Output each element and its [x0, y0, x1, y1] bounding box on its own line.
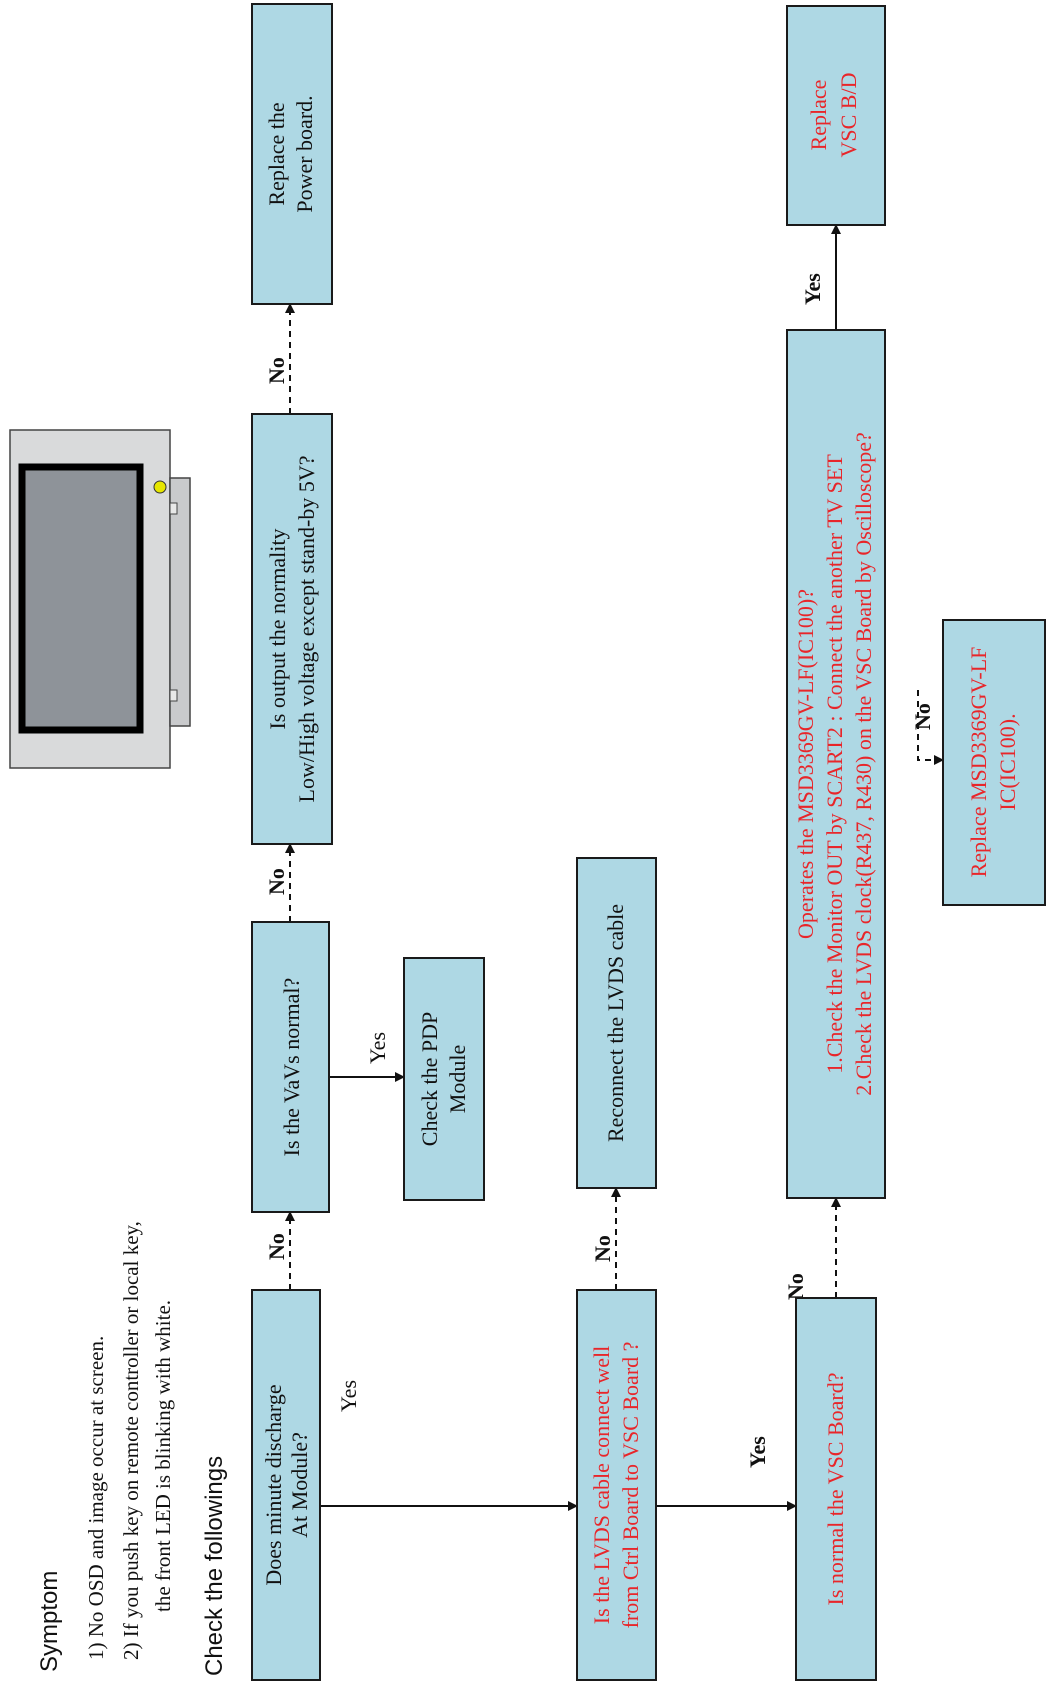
label-no-msd: No — [910, 703, 935, 730]
tv-screen — [18, 463, 144, 734]
tv-illustration — [9, 429, 191, 769]
node-msd-replace-line-2: IC(IC100). — [995, 713, 1020, 810]
node-msd-question-line-1: Operates the MSD3369GV-LF(IC100)? — [793, 589, 818, 939]
label-yes-msd: Yes — [800, 273, 825, 305]
node-pdp: Check the PDP Module — [403, 957, 485, 1201]
node-vavs-line-1: Is the VaVs normal? — [279, 978, 304, 1157]
connector-msd-replace-ic — [917, 690, 944, 765]
node-vsc-question: Is normal the VSC Board? — [795, 1297, 877, 1681]
node-msd-replace: Replace MSD3369GV-LF IC(IC100). — [942, 619, 1046, 906]
node-vsc-replace: Replace VSC B/D — [786, 5, 886, 226]
label-no-1: No — [264, 1233, 289, 1260]
node-vsc-replace-line-2: VSC B/D — [836, 73, 861, 158]
node-lvds-reconnect: Reconnect the LVDS cable — [576, 857, 657, 1189]
node-discharge-line-2: At Module? — [287, 1432, 312, 1538]
tv-stand-clip-bottom — [169, 689, 178, 702]
node-power-line-1: Replace the — [264, 102, 289, 205]
symptom-line-3: the front LED is blinking with white. — [151, 1300, 175, 1612]
node-output: Is output the normality Low/High voltage… — [251, 413, 333, 845]
symptom-title: Symptom — [36, 1571, 63, 1672]
check-heading: Check the followings — [201, 1456, 228, 1676]
node-lvds-question-line-1: Is the LVDS cable connect well — [589, 1346, 614, 1624]
node-vavs: Is the VaVs normal? — [251, 921, 330, 1213]
node-lvds-reconnect-line-1: Reconnect the LVDS cable — [603, 904, 628, 1142]
label-no-lvds: No — [590, 1235, 615, 1262]
node-lvds-question: Is the LVDS cable connect well from Ctrl… — [576, 1289, 657, 1681]
label-yes-pdp: Yes — [365, 1032, 390, 1064]
node-output-line-1: Is output the normality — [265, 528, 290, 729]
node-msd-question-line-3: 2.Check the LVDS clock(R437, R430) on th… — [851, 432, 876, 1096]
node-pdp-line-2: Module — [445, 1045, 470, 1113]
tv-stand — [169, 477, 191, 727]
node-power: Replace the Power board. — [251, 3, 333, 305]
node-power-line-2: Power board. — [292, 95, 317, 212]
node-output-line-2: Low/High voltage except stand-by 5V? — [294, 455, 319, 802]
led-indicator — [153, 480, 167, 494]
symptom-line-1: 1) No OSD and image occur at screen. — [84, 1336, 108, 1660]
tv-stand-clip-top — [169, 502, 178, 515]
node-pdp-line-1: Check the PDP — [417, 1012, 442, 1146]
label-yes-discharge: Yes — [336, 1380, 361, 1412]
node-msd-question-line-2: 1.Check the Monitor OUT by SCART2 : Conn… — [822, 454, 847, 1074]
node-msd-replace-line-1: Replace MSD3369GV-LF — [966, 647, 991, 878]
node-msd-question: Operates the MSD3369GV-LF(IC100)? 1.Chec… — [786, 329, 886, 1199]
node-discharge: Does minute discharge At Module? — [251, 1289, 321, 1681]
label-no-3: No — [264, 357, 289, 384]
node-vsc-question-line-1: Is normal the VSC Board? — [823, 1372, 848, 1605]
label-no-vsc: No — [783, 1273, 808, 1300]
node-discharge-line-1: Does minute discharge — [261, 1384, 286, 1585]
node-vsc-replace-line-1: Replace — [806, 80, 831, 151]
label-yes-lvds: Yes — [745, 1436, 770, 1468]
label-no-2: No — [264, 868, 289, 895]
symptom-line-2: 2) If you push key on remote controller … — [119, 1221, 143, 1660]
node-lvds-question-line-2: from Ctrl Board to VSC Board ? — [618, 1342, 643, 1629]
